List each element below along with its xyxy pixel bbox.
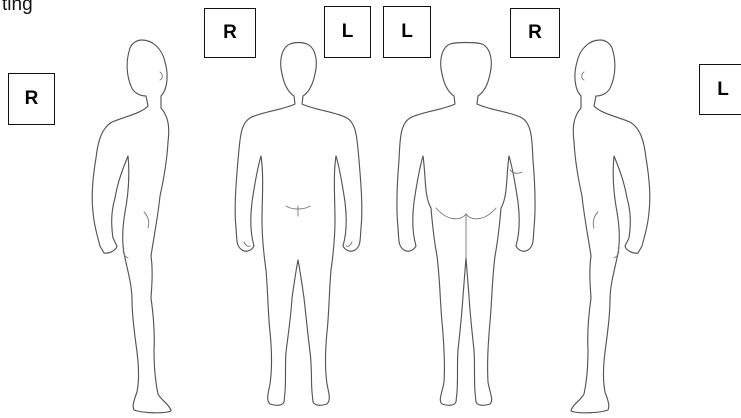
figure-left-side-view <box>571 40 650 413</box>
figure-right-side-view <box>92 40 171 413</box>
figure-front-view <box>235 43 362 406</box>
figure-back-view <box>397 43 535 406</box>
